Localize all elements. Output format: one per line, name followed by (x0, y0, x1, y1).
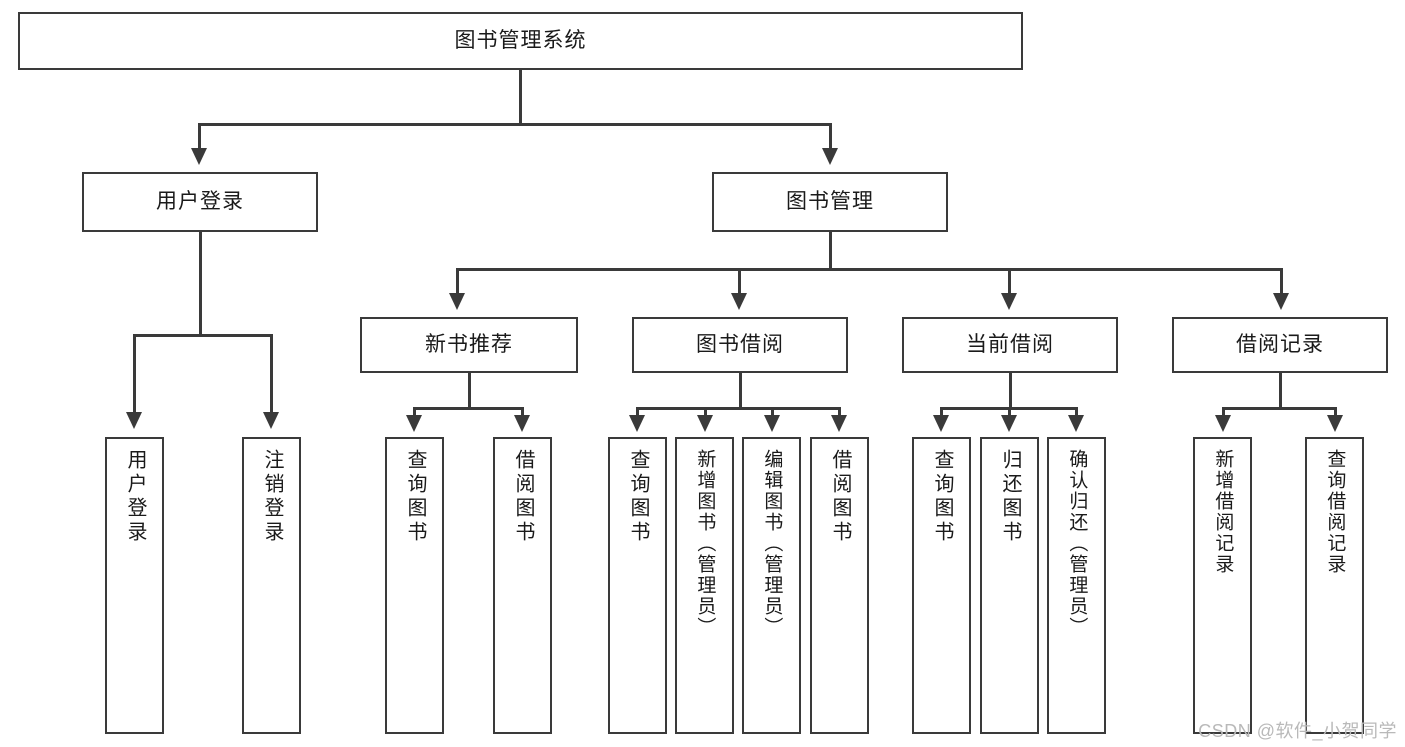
leaf-label: 借阅图书 (829, 449, 851, 545)
connector-level3-bus (456, 268, 1283, 271)
leaf-label: 查询图书 (404, 449, 426, 545)
connector-book-borrow-stem (739, 373, 742, 409)
leaf-book-borrow-add[interactable]: 新增图书（管理员） (675, 437, 734, 734)
arrowhead-nb-leaf-2 (514, 415, 530, 432)
leaf-label: 编辑图书（管理员） (761, 449, 783, 638)
leaf-label: 查询借阅记录 (1324, 449, 1346, 575)
connector-drop-br-leaf-1 (1222, 407, 1225, 417)
node-label: 用户登录 (156, 189, 244, 213)
leaf-book-borrow-edit[interactable]: 编辑图书（管理员） (742, 437, 801, 734)
connector-level2-bus (198, 123, 832, 126)
leaf-label: 归还图书 (999, 449, 1021, 545)
connector-drop-bb-leaf-4 (838, 407, 841, 417)
leaf-user-login-signin[interactable]: 用户登录 (105, 437, 164, 734)
connector-drop-cb-leaf-2 (1008, 407, 1011, 417)
node-root-system[interactable]: 图书管理系统 (18, 12, 1023, 70)
leaf-label: 借阅图书 (512, 449, 534, 545)
connector-drop-current-borrow (1008, 268, 1011, 295)
leaf-book-borrow-query[interactable]: 查询图书 (608, 437, 667, 734)
connector-drop-bb-leaf-1 (636, 407, 639, 417)
leaf-current-borrow-query[interactable]: 查询图书 (912, 437, 971, 734)
arrowhead-ul-leaf-2 (263, 412, 279, 429)
arrowhead-nb-leaf-1 (406, 415, 422, 432)
leaf-book-borrow-lend[interactable]: 借阅图书 (810, 437, 869, 734)
leaf-label: 确认归还（管理员） (1066, 449, 1088, 638)
leaf-current-borrow-return[interactable]: 归还图书 (980, 437, 1039, 734)
leaf-label: 查询图书 (931, 449, 953, 545)
connector-drop-bb-leaf-3 (771, 407, 774, 417)
node-book-manage[interactable]: 图书管理 (712, 172, 948, 232)
leaf-label: 查询图书 (627, 449, 649, 545)
arrowhead-bb-leaf-4 (831, 415, 847, 432)
connector-drop-bb-leaf-2 (704, 407, 707, 417)
node-label: 图书管理系统 (454, 28, 587, 52)
leaf-label: 新增图书（管理员） (694, 449, 716, 638)
arrowhead-current-borrow (1001, 293, 1017, 310)
connector-drop-nb-leaf-1 (413, 407, 416, 417)
connector-drop-cb-leaf-1 (940, 407, 943, 417)
connector-root-stem (519, 70, 522, 123)
leaf-borrow-record-add[interactable]: 新增借阅记录 (1193, 437, 1252, 734)
leaf-current-borrow-confirm[interactable]: 确认归还（管理员） (1047, 437, 1106, 734)
arrowhead-cb-leaf-2 (1001, 415, 1017, 432)
arrowhead-cb-leaf-1 (933, 415, 949, 432)
arrowhead-bb-leaf-3 (764, 415, 780, 432)
connector-book-borrow-bus (636, 407, 840, 410)
arrowhead-br-leaf-1 (1215, 415, 1231, 432)
arrowhead-user-login (191, 148, 207, 165)
connector-drop-user-login (198, 123, 201, 151)
watermark-text: CSDN @软件_小贺同学 (1198, 721, 1397, 741)
arrowhead-ul-leaf-1 (126, 412, 142, 429)
connector-drop-ul-leaf-1 (133, 334, 136, 414)
connector-drop-cb-leaf-3 (1075, 407, 1078, 417)
arrowhead-cb-leaf-3 (1068, 415, 1084, 432)
arrowhead-bb-leaf-1 (629, 415, 645, 432)
node-user-login[interactable]: 用户登录 (82, 172, 318, 232)
node-label: 新书推荐 (425, 332, 513, 356)
arrowhead-br-leaf-2 (1327, 415, 1343, 432)
leaf-new-book-query[interactable]: 查询图书 (385, 437, 444, 734)
arrowhead-borrow-record (1273, 293, 1289, 310)
node-label: 借阅记录 (1236, 332, 1324, 356)
connector-drop-ul-leaf-2 (270, 334, 273, 414)
connector-drop-book-borrow (738, 268, 741, 295)
node-book-borrow[interactable]: 图书借阅 (632, 317, 848, 373)
connector-borrow-record-bus (1222, 407, 1337, 410)
node-borrow-record[interactable]: 借阅记录 (1172, 317, 1388, 373)
leaf-label: 用户登录 (124, 449, 146, 545)
connector-borrow-record-stem (1279, 373, 1282, 409)
leaf-label: 注销登录 (261, 449, 283, 545)
connector-drop-br-leaf-2 (1334, 407, 1337, 417)
connector-user-login-stem (199, 232, 202, 336)
node-new-book-recommend[interactable]: 新书推荐 (360, 317, 578, 373)
connector-new-book-bus (413, 407, 524, 410)
connector-drop-nb-leaf-2 (521, 407, 524, 417)
connector-new-book-stem (468, 373, 471, 409)
connector-drop-new-book (456, 268, 459, 295)
connector-user-login-bus (133, 334, 272, 337)
connector-drop-book-manage (829, 123, 832, 151)
arrowhead-bb-leaf-2 (697, 415, 713, 432)
leaf-borrow-record-query[interactable]: 查询借阅记录 (1305, 437, 1364, 734)
node-label: 图书管理 (786, 189, 874, 213)
arrowhead-book-borrow (731, 293, 747, 310)
connector-current-borrow-stem (1009, 373, 1012, 409)
node-label: 图书借阅 (696, 332, 784, 356)
node-label: 当前借阅 (966, 332, 1054, 356)
leaf-new-book-borrow[interactable]: 借阅图书 (493, 437, 552, 734)
leaf-user-login-signout[interactable]: 注销登录 (242, 437, 301, 734)
leaf-label: 新增借阅记录 (1212, 449, 1234, 575)
arrowhead-book-manage (822, 148, 838, 165)
arrowhead-new-book (449, 293, 465, 310)
connector-book-manage-stem (829, 232, 832, 270)
connector-drop-borrow-record (1280, 268, 1283, 295)
node-current-borrow[interactable]: 当前借阅 (902, 317, 1118, 373)
